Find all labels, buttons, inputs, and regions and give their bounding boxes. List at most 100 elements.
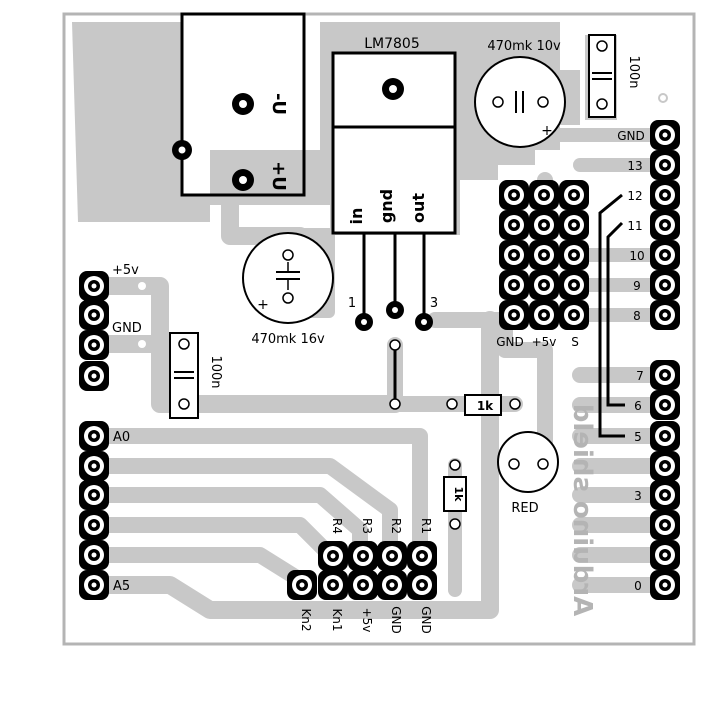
- regulator-pin-out-label: out: [409, 193, 428, 223]
- bottom-r3-label: R3: [360, 518, 374, 534]
- digital-header: GND 13 12 11 10 9 8 7 6 5 4 3 2 1 0: [598, 120, 680, 600]
- servo-header-pad: [529, 300, 559, 330]
- led-red: RED: [497, 431, 559, 516]
- digital-pad: [650, 180, 680, 210]
- digital-10-label: 10: [629, 249, 644, 263]
- bottom-kn1-label: Kn1: [330, 608, 344, 631]
- jack-plus-label: +U: [268, 161, 289, 191]
- cap-output-label: 470mk 10v: [487, 39, 561, 54]
- digital-5-label: 5: [634, 430, 642, 444]
- bottom-r4-label: R4: [330, 518, 344, 534]
- cap-input-470: + 470mk 16v: [242, 232, 334, 347]
- jack-minus-label: -U: [268, 93, 289, 115]
- servo-header-pad: [559, 300, 589, 330]
- digital-pad: [650, 480, 680, 510]
- left-header-pad: [79, 330, 109, 360]
- bottom-header-pad-bottom: [318, 570, 348, 600]
- bottom-header-pad-bottom: [377, 570, 407, 600]
- bottom-r2-label: R2: [389, 518, 403, 534]
- digital-6-label: 6: [634, 399, 642, 413]
- resistor-h-label: 1k: [477, 399, 494, 413]
- analog-pad: [79, 510, 109, 540]
- digital-9-label: 9: [633, 279, 641, 293]
- cap-output-470: 470mk 10v +: [474, 39, 566, 148]
- servo-header-pad: [529, 180, 559, 210]
- servo-header-pad: [559, 240, 589, 270]
- servo-header: GND +5v S: [496, 180, 589, 349]
- regulator-lm7805: LM7805 in gnd out 1 3: [331, 36, 457, 410]
- regulator-pin-gnd-label: gnd: [377, 189, 396, 223]
- bottom-header: R4 R3 R2 R1 Kn2 Kn1 +5v GND GND: [287, 518, 437, 634]
- bottom-header-pad-top: [377, 541, 407, 571]
- digital-pad: [650, 120, 680, 150]
- analog-pad: [79, 480, 109, 510]
- digital-pad: [650, 150, 680, 180]
- regulator-pin-in-label: in: [347, 208, 366, 225]
- bottom-header-pad-bottom: [407, 570, 437, 600]
- cap-input-label: 470mk 16v: [251, 332, 325, 347]
- resistor-v-label: 1k: [452, 487, 465, 503]
- digital-pad: [650, 240, 680, 270]
- digital-2-label: 2: [634, 519, 642, 533]
- digital-11-label: 11: [627, 219, 642, 233]
- bottom-gnd2-label: GND: [419, 606, 433, 634]
- digital-pad: [650, 270, 680, 300]
- digital-0-label: 0: [634, 579, 642, 593]
- servo-s-label: S: [571, 335, 579, 349]
- bottom-kn2-label: Kn2: [299, 608, 313, 631]
- regulator-pin1-number: 1: [348, 296, 356, 311]
- bottom-r1-label: R1: [419, 518, 433, 534]
- analog-pad: [79, 421, 109, 451]
- digital-pad: [650, 210, 680, 240]
- servo-header-pad: [529, 270, 559, 300]
- servo-header-pad: [499, 180, 529, 210]
- servo-plus5-label: +5v: [532, 335, 557, 349]
- analog-pad: [79, 540, 109, 570]
- resistor-horizontal: 1k: [446, 394, 521, 416]
- servo-header-pad: [499, 300, 529, 330]
- mirror-title: Arduino shield: [567, 404, 597, 616]
- bottom-header-pad-top: [318, 541, 348, 571]
- servo-header-pad: [499, 240, 529, 270]
- digital-pad: [650, 570, 680, 600]
- jumper-wire-12: [598, 193, 625, 438]
- digital-8-label: 8: [633, 309, 641, 323]
- left-header-pad: [79, 271, 109, 301]
- bottom-header-pad-top: [407, 541, 437, 571]
- cap-input-plus: +: [257, 297, 269, 313]
- power-jack: -U +U: [172, 12, 306, 197]
- left-header-pad: [79, 300, 109, 330]
- digital-pad: [650, 421, 680, 451]
- servo-header-pad: [529, 240, 559, 270]
- digital-pad: [650, 300, 680, 330]
- digital-4-label: 4: [634, 460, 642, 474]
- digital-12-label: 12: [627, 189, 642, 203]
- bottom-header-pad-bottom: [348, 570, 378, 600]
- analog-pad: [79, 451, 109, 481]
- servo-header-pad: [529, 210, 559, 240]
- led-label: RED: [511, 501, 538, 516]
- digital-pad: [650, 540, 680, 570]
- resistor-vertical: 1k: [443, 459, 467, 530]
- servo-header-pad: [559, 180, 589, 210]
- digital-7-label: 7: [636, 369, 644, 383]
- digital-pad: [650, 510, 680, 540]
- left-plus5-label: +5v: [112, 263, 139, 278]
- digital-pad: [650, 360, 680, 390]
- bottom-plus5-label: +5v: [360, 608, 374, 633]
- analog-pad: [79, 570, 109, 600]
- left-power-header: +5v GND: [79, 263, 146, 391]
- servo-header-pad: [499, 210, 529, 240]
- servo-header-pad: [559, 270, 589, 300]
- digital-pad: [650, 390, 680, 420]
- cap-small-left-label: 100n: [208, 355, 223, 388]
- bottom-header-pad-top: [348, 541, 378, 571]
- cap-small-top-label: 100n: [626, 55, 641, 88]
- servo-header-pad: [499, 270, 529, 300]
- left-header-pad: [79, 361, 109, 391]
- regulator-pin3-number: 3: [430, 296, 438, 311]
- digital-3-label: 3: [634, 489, 642, 503]
- analog-a0-label: A0: [113, 430, 130, 445]
- digital-13-label: 13: [627, 159, 642, 173]
- cap-small-left: 100n: [169, 332, 223, 419]
